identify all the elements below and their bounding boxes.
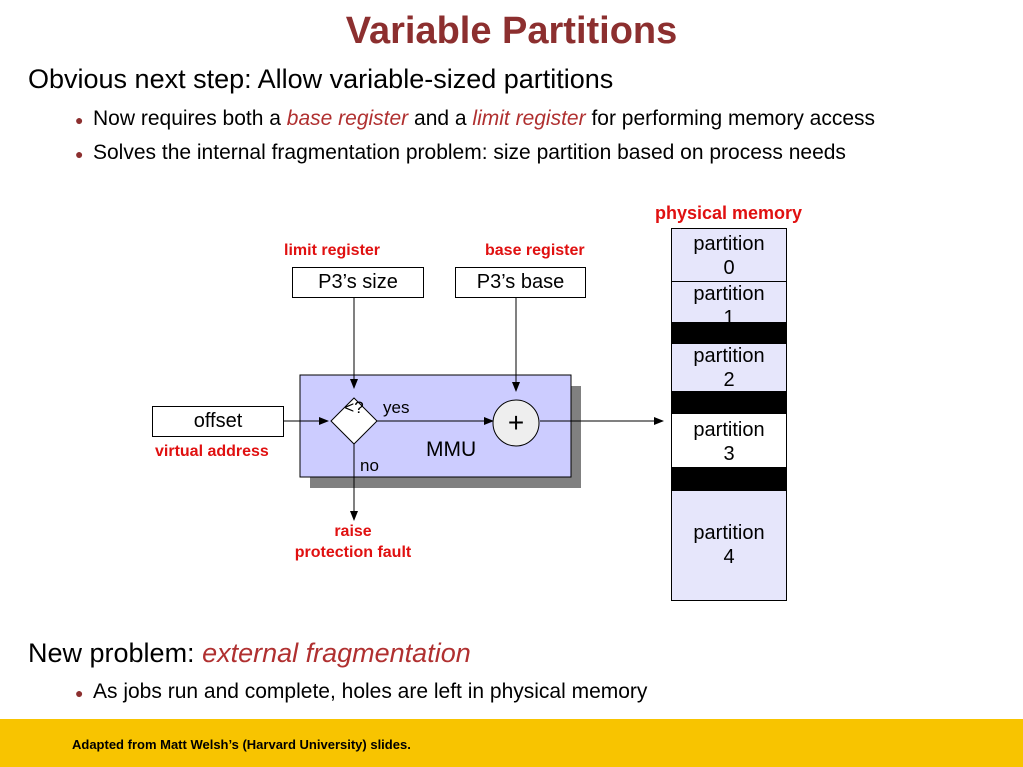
bullet-icon: ● bbox=[75, 112, 84, 128]
slide-title: Variable Partitions bbox=[345, 10, 678, 52]
partition-3: partition 3 bbox=[671, 413, 787, 468]
virtual-address-label: virtual address bbox=[155, 443, 269, 460]
point-new-problem: New problem: external fragmentation bbox=[28, 638, 471, 668]
partition-2: partition 2 bbox=[671, 343, 787, 392]
adder-circle bbox=[492, 399, 540, 447]
emphasis-base-register: base register bbox=[286, 107, 409, 130]
bullet-icon: ● bbox=[75, 685, 84, 701]
memory-hole bbox=[671, 467, 787, 491]
bullet-icon: ● bbox=[75, 146, 84, 162]
partition-1: partition 1 bbox=[671, 281, 787, 323]
limit-register-box: P3’s size bbox=[292, 267, 424, 298]
sub-point-registers: ● Now requires both a base register and … bbox=[75, 107, 876, 130]
sub-point-internal-fragmentation: ● Solves the internal fragmentation prob… bbox=[75, 141, 846, 164]
physical-memory-label: physical memory bbox=[655, 203, 803, 223]
partition-0: partition 0 bbox=[671, 228, 787, 282]
memory-hole bbox=[671, 322, 787, 343]
base-register-label: base register bbox=[485, 242, 585, 259]
compare-label: <? bbox=[344, 398, 364, 417]
no-label: no bbox=[360, 456, 379, 475]
emphasis-limit-register: limit register bbox=[472, 107, 586, 130]
emphasis-external-fragmentation: external fragmentation bbox=[202, 638, 471, 668]
base-register-box: P3’s base bbox=[455, 267, 586, 298]
protection-fault-label: raise protection fault bbox=[294, 523, 412, 561]
footer-credit: Adapted from Matt Welsh’s (Harvard Unive… bbox=[72, 737, 411, 752]
yes-label: yes bbox=[383, 398, 410, 417]
adder-label: + bbox=[507, 407, 525, 438]
compare-diamond bbox=[330, 397, 378, 445]
sub-point-holes: ● As jobs run and complete, holes are le… bbox=[75, 680, 648, 703]
limit-register-label: limit register bbox=[284, 242, 381, 259]
offset-box: offset bbox=[152, 406, 284, 437]
memory-hole bbox=[671, 391, 787, 414]
partition-4: partition 4 bbox=[671, 490, 787, 601]
footer-bar bbox=[0, 719, 1023, 767]
mmu-label: MMU bbox=[426, 438, 477, 461]
point-variable-partitions: Obvious next step: Allow variable-sized … bbox=[28, 64, 614, 94]
